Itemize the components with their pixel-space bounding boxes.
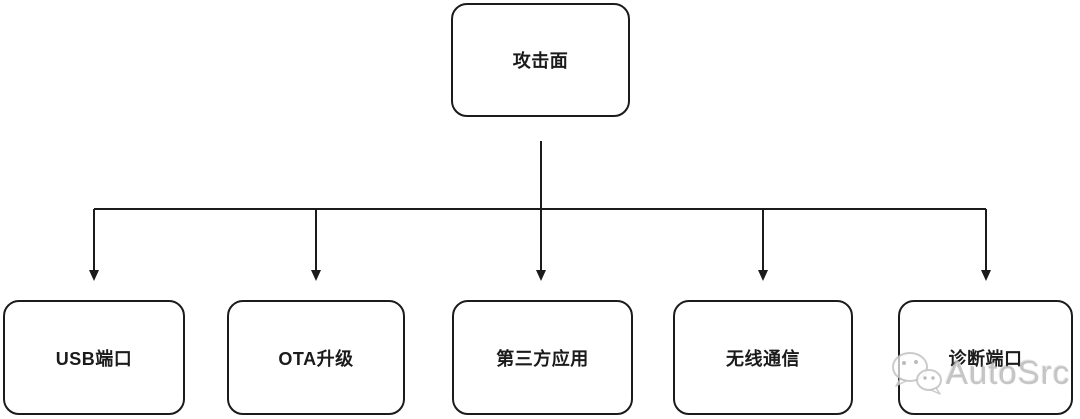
node-ota-upgrade: OTA升级: [227, 300, 405, 415]
node-label: 无线通信: [726, 348, 800, 369]
arrowhead: [758, 270, 768, 281]
node-label: 第三方应用: [496, 348, 589, 369]
arrowhead: [536, 270, 546, 281]
node-label: OTA升级: [278, 348, 354, 369]
node-diagnostic-port: 诊断端口: [898, 300, 1073, 415]
node-wireless-comm: 无线通信: [673, 300, 853, 415]
node-label: 诊断端口: [948, 348, 1023, 369]
node-label: USB端口: [55, 348, 133, 369]
arrowhead: [89, 270, 99, 281]
arrowhead: [311, 270, 321, 281]
node-label: 攻击面: [512, 51, 569, 71]
node-usb-port: USB端口: [3, 300, 185, 415]
node-attack-surface: 攻击面: [451, 3, 630, 117]
arrowhead: [981, 270, 991, 281]
node-third-party-app: 第三方应用: [452, 300, 633, 415]
